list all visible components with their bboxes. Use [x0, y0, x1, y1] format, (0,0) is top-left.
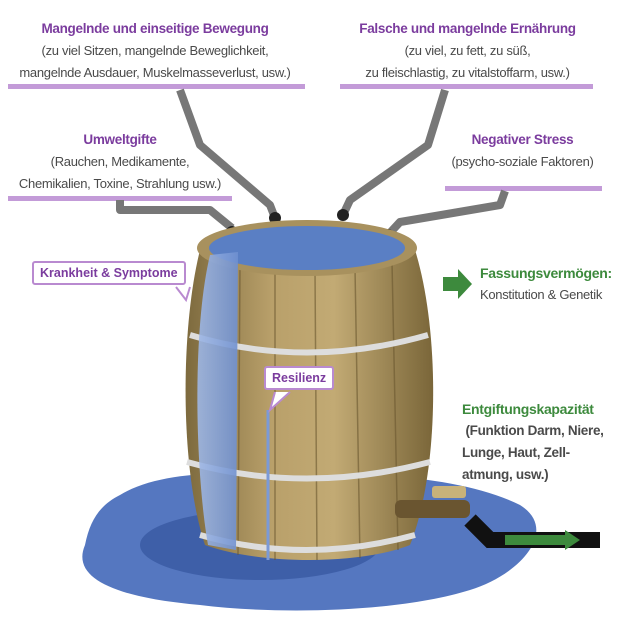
- factor-detail: (psycho-soziale Faktoren): [451, 154, 594, 169]
- tap: [395, 500, 470, 518]
- divider-bar: [340, 84, 593, 89]
- factor-title: Negativer Stress: [471, 132, 574, 147]
- divider-bar: [8, 196, 232, 201]
- factor-title: Falsche und mangelnde Ernährung: [359, 21, 576, 36]
- factor-detail: (zu viel Sitzen, mangelnde Beweglichkeit…: [41, 43, 269, 58]
- entgiftung-detail: Lunge, Haut, Zell-: [462, 445, 570, 460]
- divider-bar: [8, 84, 305, 89]
- factor-detail: zu fleischlastig, zu vitalstoffarm, usw.…: [365, 65, 570, 80]
- entgiftung-detail: (Funktion Darm, Niere,: [462, 423, 604, 438]
- factor-detail: (zu viel, zu fett, zu süß,: [404, 43, 531, 58]
- factor-bewegung: Mangelnde und einseitige Bewegung (zu vi…: [5, 18, 305, 84]
- factor-umweltgifte: Umweltgifte (Rauchen, Medikamente, Chemi…: [5, 129, 235, 195]
- resilienz-label: Resilienz: [264, 366, 335, 390]
- factor-stress: Negativer Stress (psycho-soziale Faktore…: [440, 129, 605, 173]
- factor-detail: Chemikalien, Toxine, Strahlung usw.): [18, 176, 222, 191]
- divider-bar: [445, 186, 602, 191]
- entgiftung-title: Entgiftungskapazität: [462, 401, 594, 417]
- outflow-arrow: [505, 530, 580, 550]
- factor-detail: mangelnde Ausdauer, Muskelmasseverlust, …: [19, 65, 291, 80]
- fassung-text: Fassungsvermögen: Konstitution & Genetik: [480, 262, 612, 306]
- fassung-title: Fassungsvermögen:: [480, 265, 612, 281]
- inflow-pipes: [116, 88, 509, 238]
- entgiftung-text: Entgiftungskapazität (Funktion Darm, Nie…: [462, 398, 604, 486]
- entgiftung-detail: atmung, usw.): [462, 467, 549, 482]
- factor-title: Umweltgifte: [83, 132, 157, 147]
- fassung-detail: Konstitution & Genetik: [480, 287, 603, 302]
- krankheit-label: Krankheit & Symptome: [32, 261, 186, 285]
- overflow-stream: [197, 252, 238, 550]
- factor-ernaehrung: Falsche und mangelnde Ernährung (zu viel…: [340, 18, 595, 84]
- barrel-body: [185, 250, 434, 560]
- arrow-right-icon: [443, 269, 472, 299]
- factor-detail: (Rauchen, Medikamente,: [50, 154, 190, 169]
- factor-title: Mangelnde und einseitige Bewegung: [41, 21, 269, 36]
